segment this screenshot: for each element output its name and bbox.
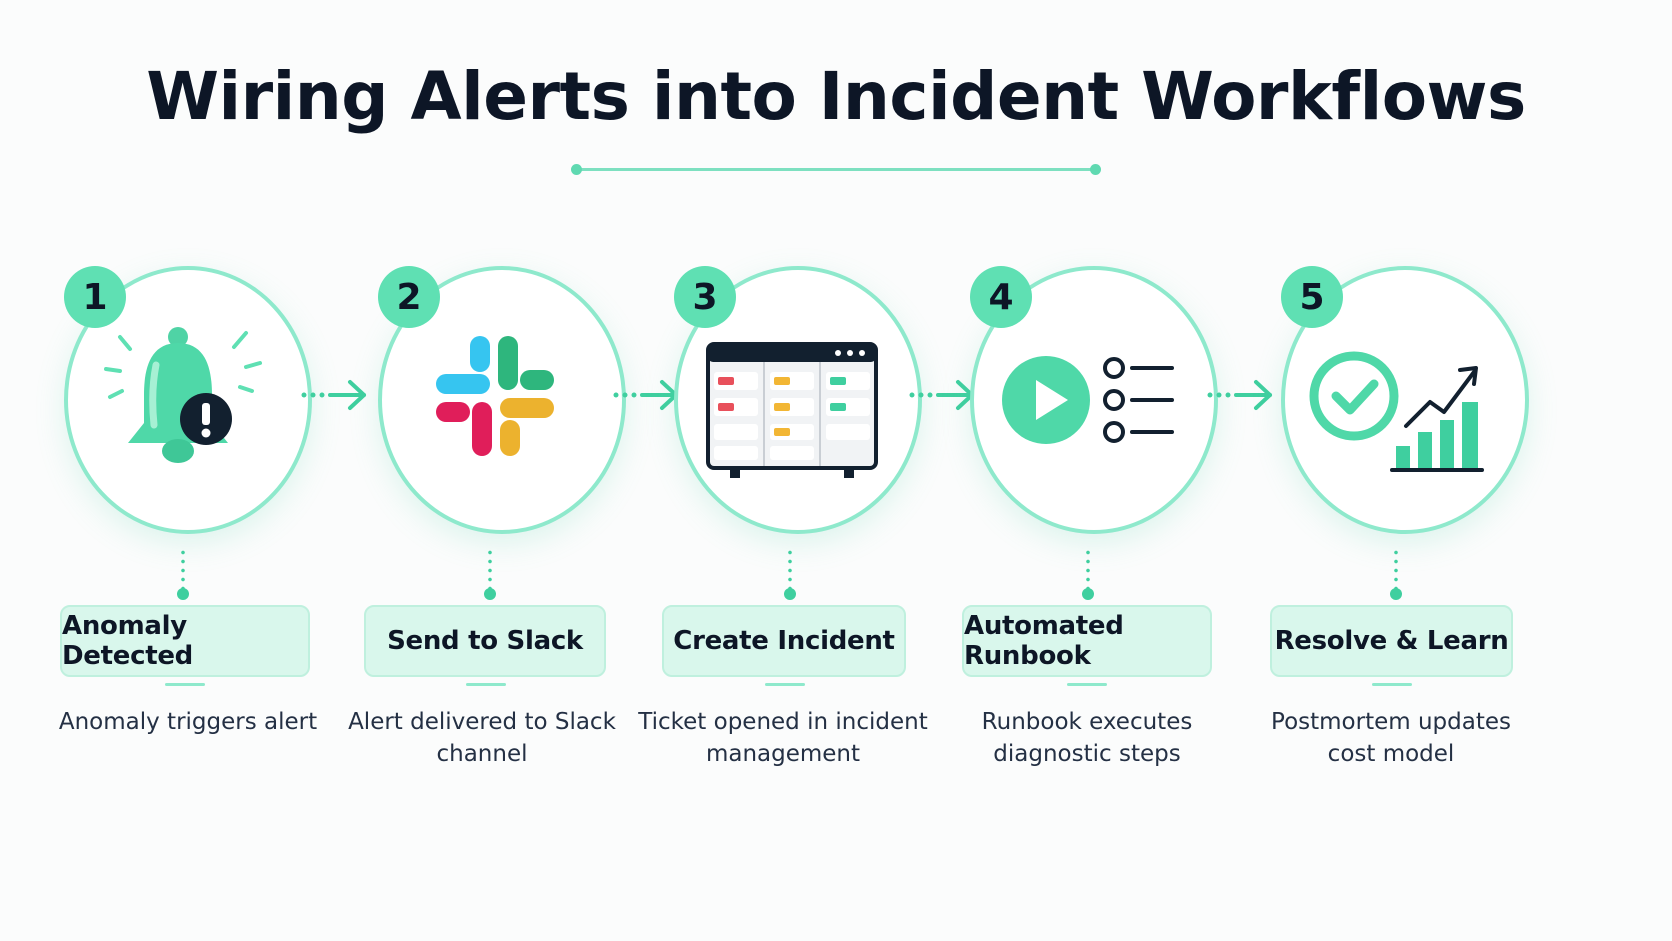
bell-alert-icon — [104, 327, 262, 463]
step-label: Anomaly Detected — [60, 605, 310, 677]
step-connector-dots — [488, 548, 492, 592]
step-description: Runbook executes diagnostic steps — [981, 709, 1193, 767]
arrow-right-icon — [301, 380, 366, 410]
kanban-board-icon — [706, 342, 878, 478]
arrow-right-icon — [1207, 380, 1272, 410]
step-label: Send to Slack — [364, 605, 606, 677]
step-connector-dot — [177, 588, 189, 600]
check-growth-chart-icon — [1309, 351, 1484, 472]
step-number-badge: 5 — [1281, 266, 1343, 328]
step-label: Automated Runbook — [962, 605, 1212, 677]
step-connector-dots — [1394, 548, 1398, 592]
step-description: Alert delivered to Slack channel — [348, 709, 616, 767]
step-label-underline — [165, 683, 205, 686]
step-number-badge: 3 — [674, 266, 736, 328]
play-checklist-icon — [1002, 356, 1174, 444]
step-number-badge: 4 — [970, 266, 1032, 328]
step-connector-dots — [1086, 548, 1090, 592]
step-connector-dot — [1390, 588, 1402, 600]
step-label: Resolve & Learn — [1270, 605, 1513, 677]
slack-logo-icon — [436, 336, 554, 456]
step-circle — [378, 266, 626, 534]
step-label-underline — [765, 683, 805, 686]
step-label-underline — [466, 683, 506, 686]
step-description: Postmortem updates cost model — [1271, 709, 1511, 767]
step-connector-dots — [788, 548, 792, 592]
step-label-underline — [1372, 683, 1412, 686]
title-underline — [571, 164, 1101, 175]
step-connector-dot — [484, 588, 496, 600]
step-connector-dot — [1082, 588, 1094, 600]
step-label-underline — [1067, 683, 1107, 686]
step-number-badge: 1 — [64, 266, 126, 328]
step-connector-dots — [181, 548, 185, 592]
page-title: Wiring Alerts into Incident Workflows — [146, 58, 1526, 135]
step-connector-dot — [784, 588, 796, 600]
step-label: Create Incident — [662, 605, 906, 677]
step-number-badge: 2 — [378, 266, 440, 328]
step-description: Anomaly triggers alert — [58, 709, 318, 735]
step-description: Ticket opened in incident management — [638, 709, 928, 767]
